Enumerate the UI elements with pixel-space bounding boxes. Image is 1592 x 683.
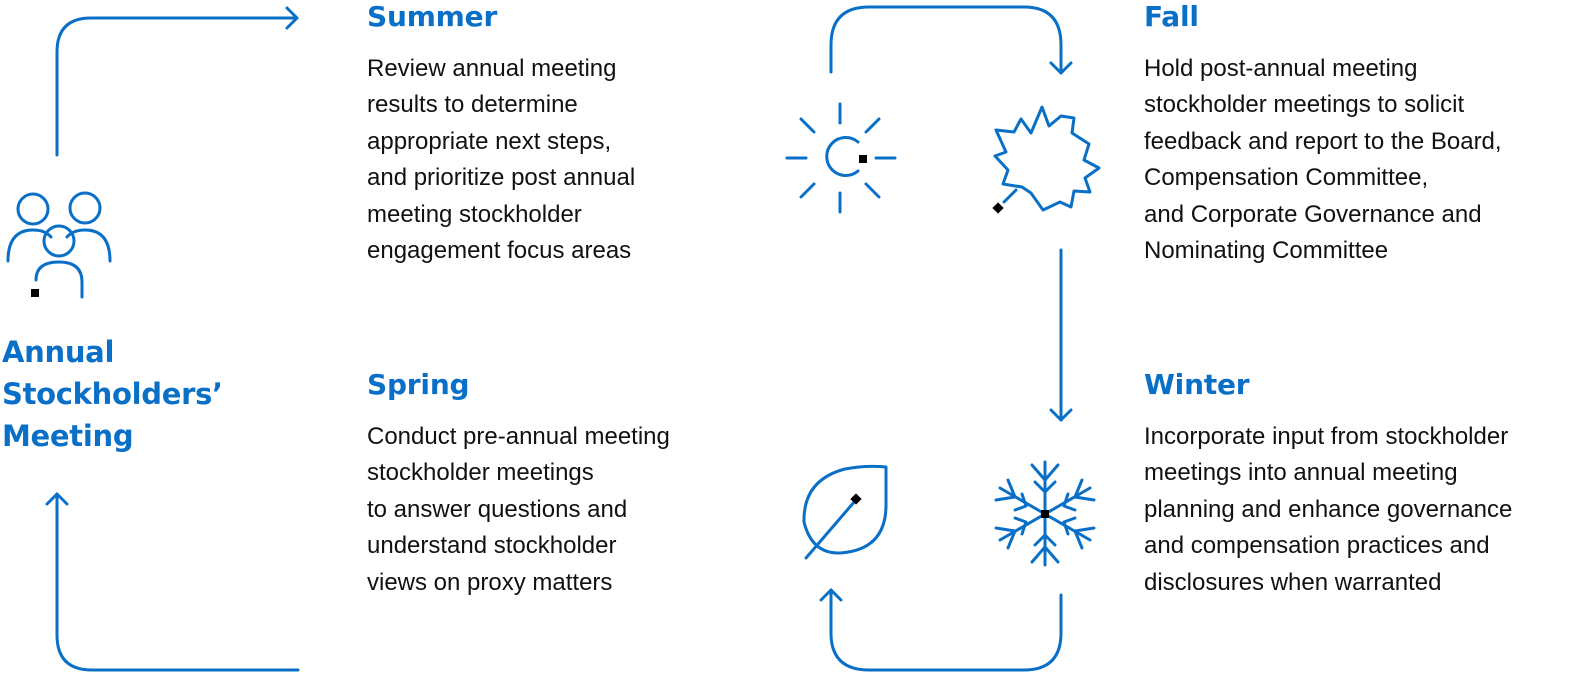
spring-description: Conduct pre-annual meeting stockholder m…	[367, 423, 670, 596]
spring-leaf-icon	[802, 464, 888, 560]
winter-description: Incorporate input from stockholder meeti…	[1144, 423, 1513, 596]
sun-marker	[859, 155, 867, 163]
spring-heading: Spring	[367, 368, 470, 401]
annual-meeting-title: Annual Stockholders’ Meeting	[2, 335, 223, 453]
maple-leaf-icon	[993, 105, 1101, 212]
sun-icon	[785, 102, 897, 214]
summer-heading: Summer	[367, 0, 498, 33]
arrow-fall-to-winter	[1049, 248, 1073, 422]
arrow-summer-to-fall	[829, 5, 1073, 75]
snowflake-marker	[1041, 510, 1049, 518]
arrow-to-meeting	[45, 492, 300, 672]
arrow-winter-to-spring	[819, 588, 1063, 672]
people-icon	[6, 191, 112, 299]
fall-description: Hold post-annual meeting stockholder mee…	[1144, 55, 1502, 265]
arrow-to-summer	[55, 6, 299, 157]
fall-heading: Fall	[1144, 0, 1199, 33]
summer-description: Review annual meeting results to determi…	[367, 55, 636, 265]
maple-leaf-marker	[992, 202, 1004, 214]
spring-leaf-marker	[850, 493, 862, 505]
people-marker	[31, 289, 39, 297]
winter-heading: Winter	[1144, 368, 1250, 401]
